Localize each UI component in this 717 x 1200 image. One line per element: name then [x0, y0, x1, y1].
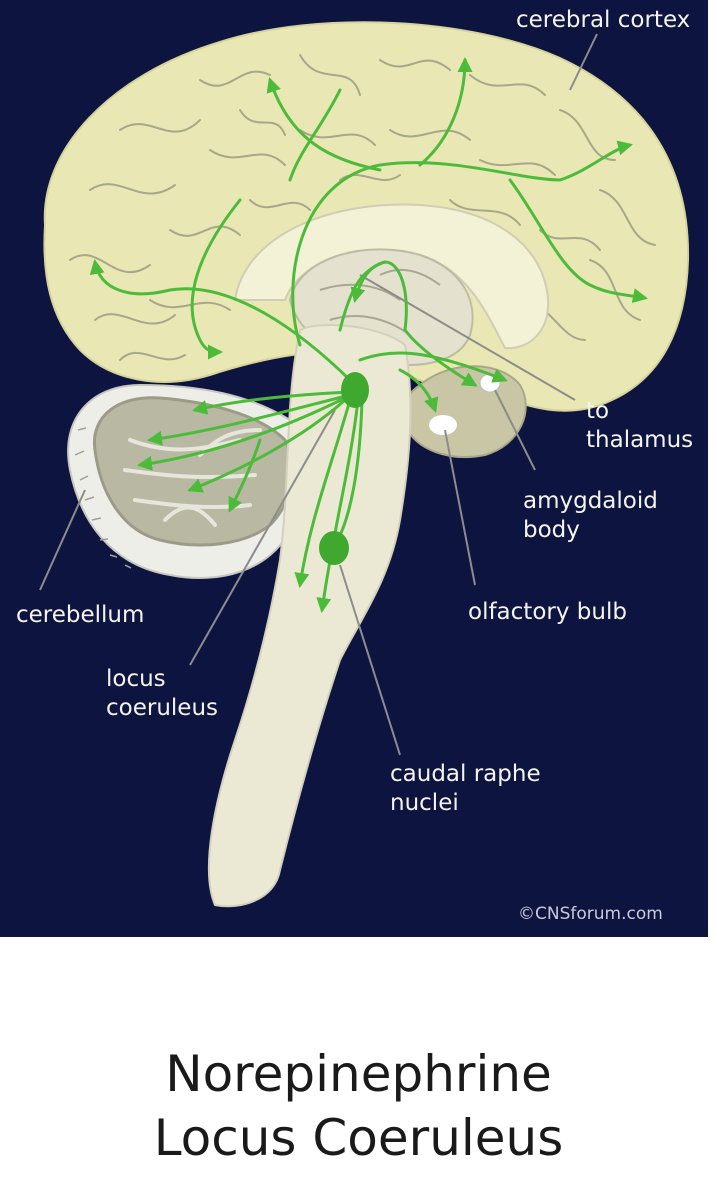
norepinephrine-pathways	[89, 57, 648, 613]
label-cerebral-cortex: cerebral cortex	[516, 7, 691, 33]
caudal-raphe-nucleus	[319, 531, 349, 565]
cerebellum-texture	[74, 427, 132, 569]
copyright-credit: ©CNSforum.com	[518, 904, 663, 924]
olfactory-bulb-shape	[429, 415, 457, 435]
locus-coeruleus-nucleus	[341, 372, 369, 408]
label-caudal-raphe-nuclei: caudal raphe nuclei	[390, 761, 541, 816]
label-olfactory-bulb: olfactory bulb	[468, 599, 627, 625]
brain-illustration	[39, 21, 690, 908]
label-to-thalamus: to thalamus	[586, 398, 694, 453]
label-amygdaloid-body: amygdaloid body	[523, 488, 658, 543]
brain-diagram: cerebral cortex to thalamus amygdaloid b…	[0, 0, 708, 937]
label-pointers	[39, 33, 598, 756]
brainstem-shape	[207, 324, 412, 908]
caption-line-1: Norepinephrine	[165, 1045, 552, 1103]
label-cerebellum: cerebellum	[16, 602, 145, 628]
caption-line-2: Locus Coeruleus	[153, 1109, 564, 1167]
label-locus-coeruleus: locus coeruleus	[106, 666, 219, 721]
